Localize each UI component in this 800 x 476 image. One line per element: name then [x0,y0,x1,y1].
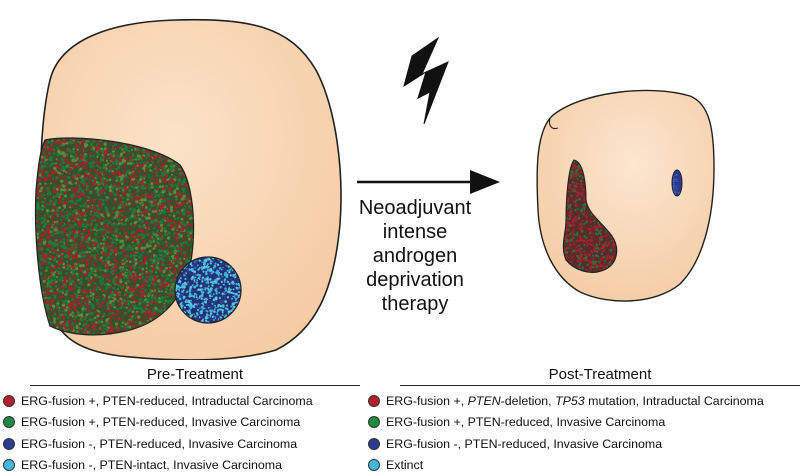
legend-text: ERG-fusion +, PTEN-deletion, TP53 mutati… [386,394,764,408]
legend-item: ERG-fusion -, PTEN-intact, Invasive Carc… [0,455,380,476]
therapy-line: intense [340,220,490,244]
therapy-line: Neoadjuvant [340,196,490,220]
gene-name-italic: PTEN [468,394,501,408]
legend-item: ERG-fusion -, PTEN-reduced, Invasive Car… [368,433,800,455]
legend-item: ERG-fusion +, PTEN-reduced, Intraductal … [0,390,380,412]
legend-text: ERG-fusion +, PTEN-reduced, Intraductal … [21,394,313,408]
post-treatment-gland [537,90,714,301]
legend-item: ERG-fusion +, PTEN-reduced, Invasive Car… [368,412,800,434]
green-dot-icon [368,416,380,428]
green-dot-icon [3,416,15,428]
legend-item: ERG-fusion -, PTEN-reduced, Invasive Car… [0,433,380,455]
pre-treatment-legend: Pre-Treatment ERG-fusion +, PTEN-reduced… [0,366,380,476]
lightning-bolt-icon [404,38,448,124]
legend-text-part: ERG-fusion +, [386,394,468,408]
therapy-line: therapy [340,292,490,316]
post-treatment-legend: Post-Treatment ERG-fusion +, PTEN-deleti… [368,366,800,476]
legend-text-part: mutation, Intraductal Carcinoma [585,394,764,408]
legend-text: ERG-fusion -, PTEN-reduced, Invasive Car… [21,437,297,451]
therapy-label: Neoadjuvant intense androgen deprivation… [340,196,490,316]
legend-text: ERG-fusion +, PTEN-reduced, Invasive Car… [21,415,300,429]
pre-treatment-title: Pre-Treatment [30,366,360,386]
dark-blue-dot-icon [3,438,15,450]
legend-text: ERG-fusion -, PTEN-reduced, Invasive Car… [386,437,662,451]
dark-blue-dot-icon [368,438,380,450]
therapy-line: deprivation [340,268,490,292]
light-blue-dot-icon [368,459,380,471]
legend-text: Extinct [386,458,423,472]
post-treatment-title: Post-Treatment [400,366,800,386]
red-dot-icon [3,395,15,407]
treatment-arrow-icon [357,170,500,194]
red-dot-icon [368,395,380,407]
legend-text: ERG-fusion +, PTEN-reduced, Invasive Car… [386,415,665,429]
legend-item: ERG-fusion +, PTEN-reduced, Invasive Car… [0,412,380,434]
legend-item: Extinct [368,455,800,476]
gene-name-italic: TP53 [555,394,585,408]
legend-text-part: -deletion, [501,394,555,408]
light-blue-dot-icon [3,459,15,471]
legend-item: ERG-fusion +, PTEN-deletion, TP53 mutati… [368,390,800,412]
legend-text: ERG-fusion -, PTEN-intact, Invasive Carc… [21,458,282,472]
therapy-line: androgen [340,244,490,268]
